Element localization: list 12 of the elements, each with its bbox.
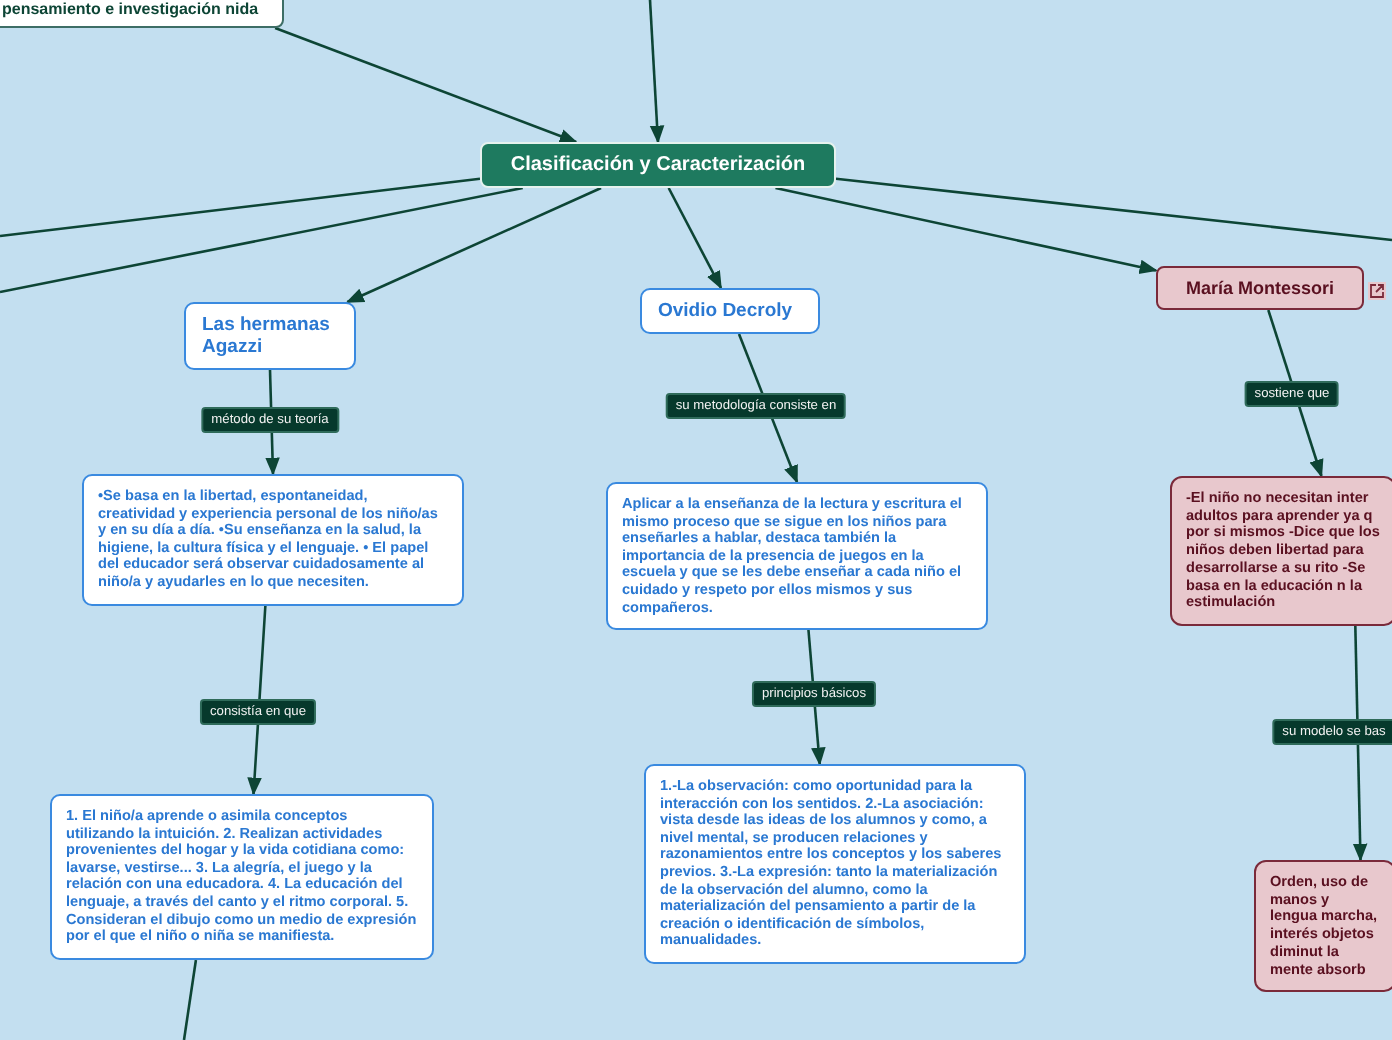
note-box: pensamiento e investigación nida [0,0,284,28]
connector-arrow [648,0,665,144]
central-topic-box: Clasificación y Caracterización [480,142,836,188]
connector-arrow [247,605,267,796]
topic-box: Las hermanas Agazzi [184,302,356,370]
topic-box: María Montessori [1156,266,1364,310]
connector-arrow [345,186,602,304]
connector-arrow [1352,625,1368,862]
connector-arrow [667,187,723,290]
topic-box: Ovidio Decroly [640,288,820,334]
connector-arrow [775,186,1158,275]
connector-arrow [274,26,578,144]
